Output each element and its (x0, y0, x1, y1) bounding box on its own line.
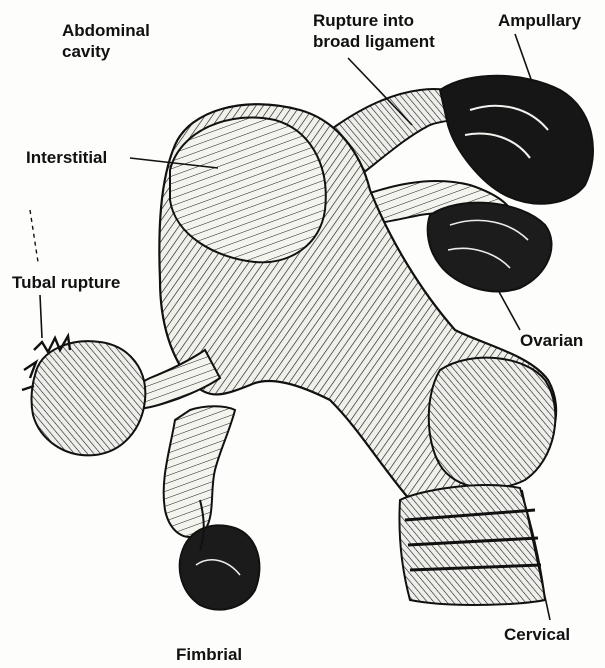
fimbrial-mass (180, 525, 260, 609)
label-fimbrial: Fimbrial (176, 644, 242, 665)
right-ovary (428, 203, 552, 292)
leader-ovarian (498, 290, 520, 330)
tubal-rupture-sphere (32, 341, 146, 455)
leader-ampullary (515, 34, 532, 82)
leader-tubal-rupture (40, 295, 42, 338)
leader-tubal-rupture-dashed (30, 210, 38, 262)
cervical-bulge (429, 358, 556, 489)
label-abdominal-cavity: Abdominal cavity (62, 20, 202, 62)
fimbrial-tube (164, 406, 235, 537)
label-ampullary: Ampullary (498, 10, 581, 31)
label-ovarian: Ovarian (520, 330, 583, 351)
label-interstitial: Interstitial (26, 147, 107, 168)
label-tubal-rupture: Tubal rupture (12, 272, 120, 293)
label-rupture-broad-ligament: Rupture into broad ligament (313, 10, 463, 52)
label-cervical: Cervical (504, 624, 570, 645)
